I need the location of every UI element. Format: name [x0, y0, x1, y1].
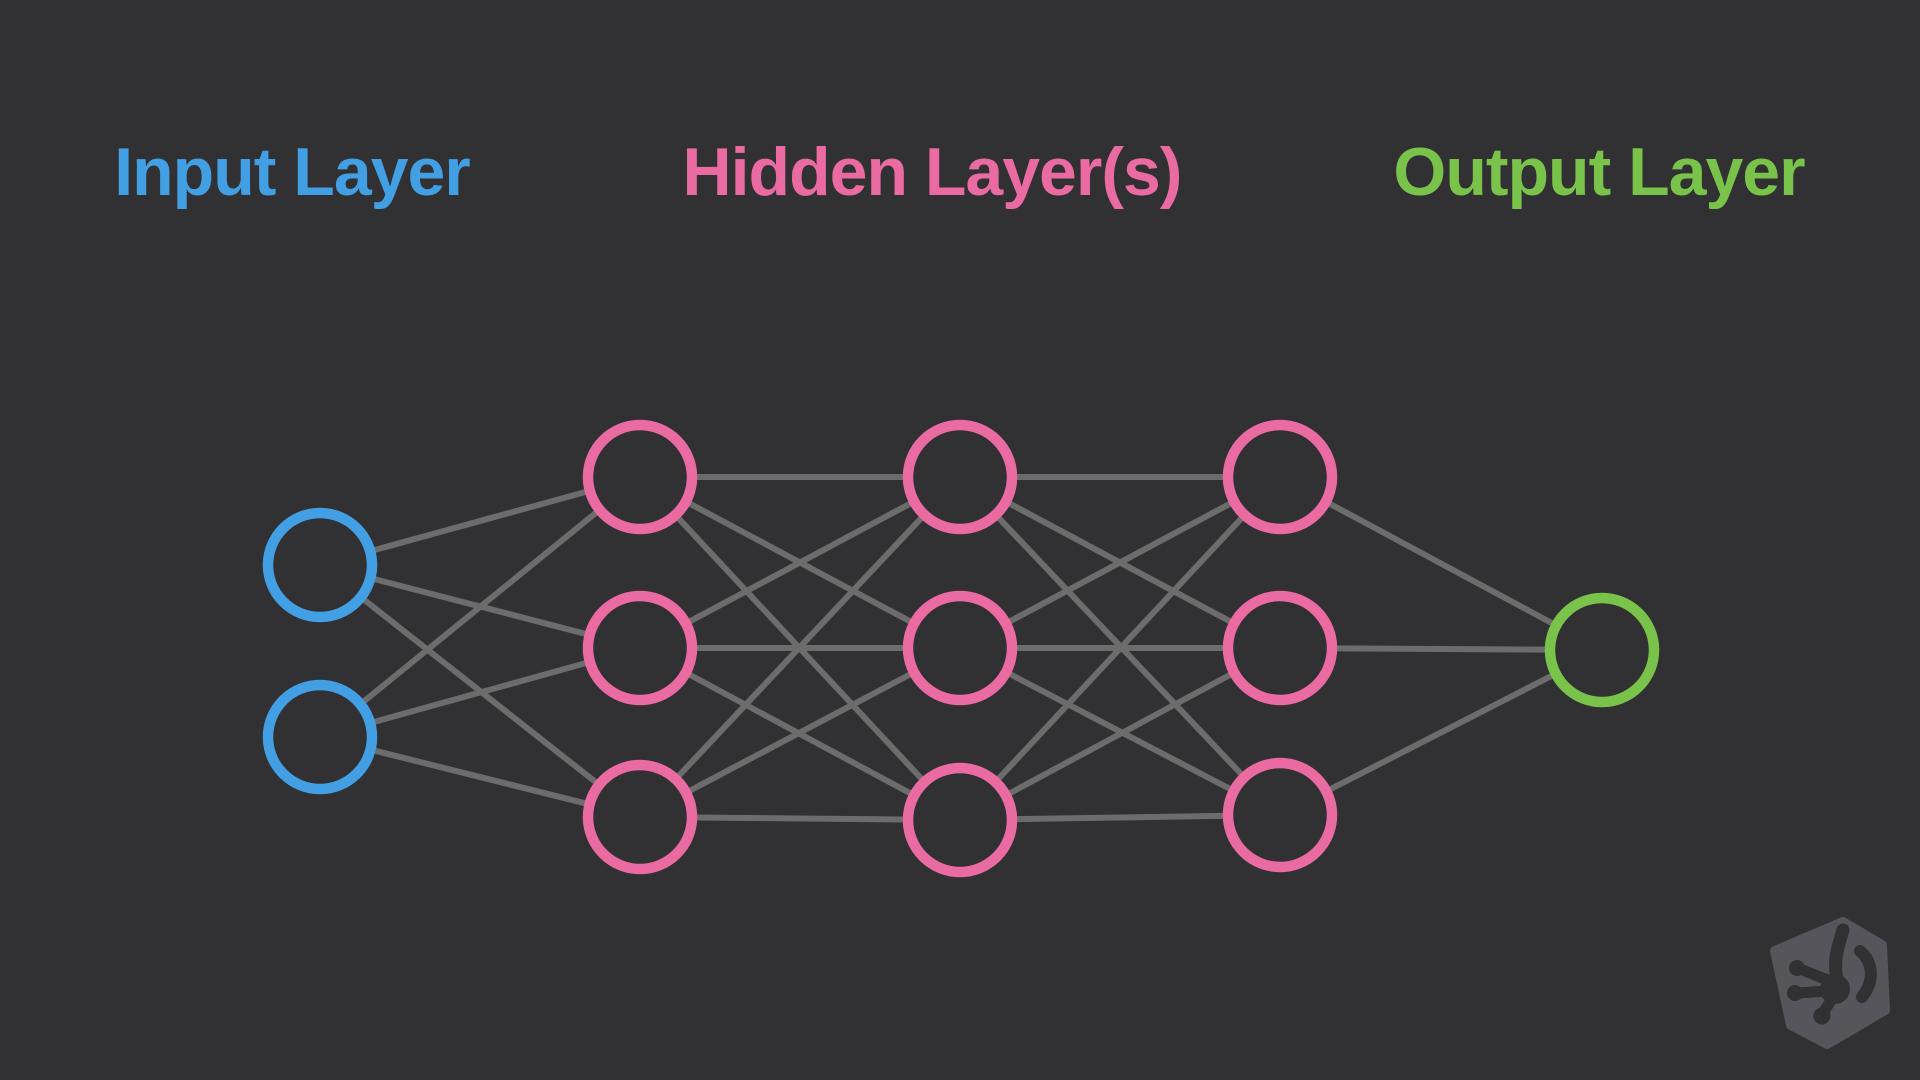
hidden-2-node [902, 419, 1018, 535]
connection-line [1278, 647, 1604, 818]
connection-line [637, 474, 963, 820]
connection-line [1278, 474, 1604, 653]
connection-line [318, 474, 642, 740]
hidden-1-node [582, 419, 698, 535]
hidden-2-node [902, 590, 1018, 706]
output-layer-label: Output Layer [1393, 134, 1805, 210]
input-layer-label: Input Layer [114, 134, 470, 210]
hidden-2-node [902, 762, 1018, 878]
connection-line [638, 645, 962, 820]
hidden-3-node [1222, 590, 1338, 706]
input-node [262, 507, 378, 623]
treehouse-logo [1770, 917, 1890, 1049]
connection-line [957, 474, 1283, 823]
hidden-1-node [582, 590, 698, 706]
connection-line [958, 645, 1282, 823]
output-node [1544, 592, 1660, 708]
connection-line [638, 474, 962, 651]
hidden-3-node [1222, 757, 1338, 873]
hidden-3-node [1222, 419, 1338, 535]
hidden-layer-label: Hidden Layer(s) [682, 134, 1183, 210]
input-node [262, 679, 378, 795]
frog-footprint-icon [1787, 923, 1877, 1025]
connection-line [958, 474, 1282, 651]
hidden-1-node [582, 759, 698, 875]
